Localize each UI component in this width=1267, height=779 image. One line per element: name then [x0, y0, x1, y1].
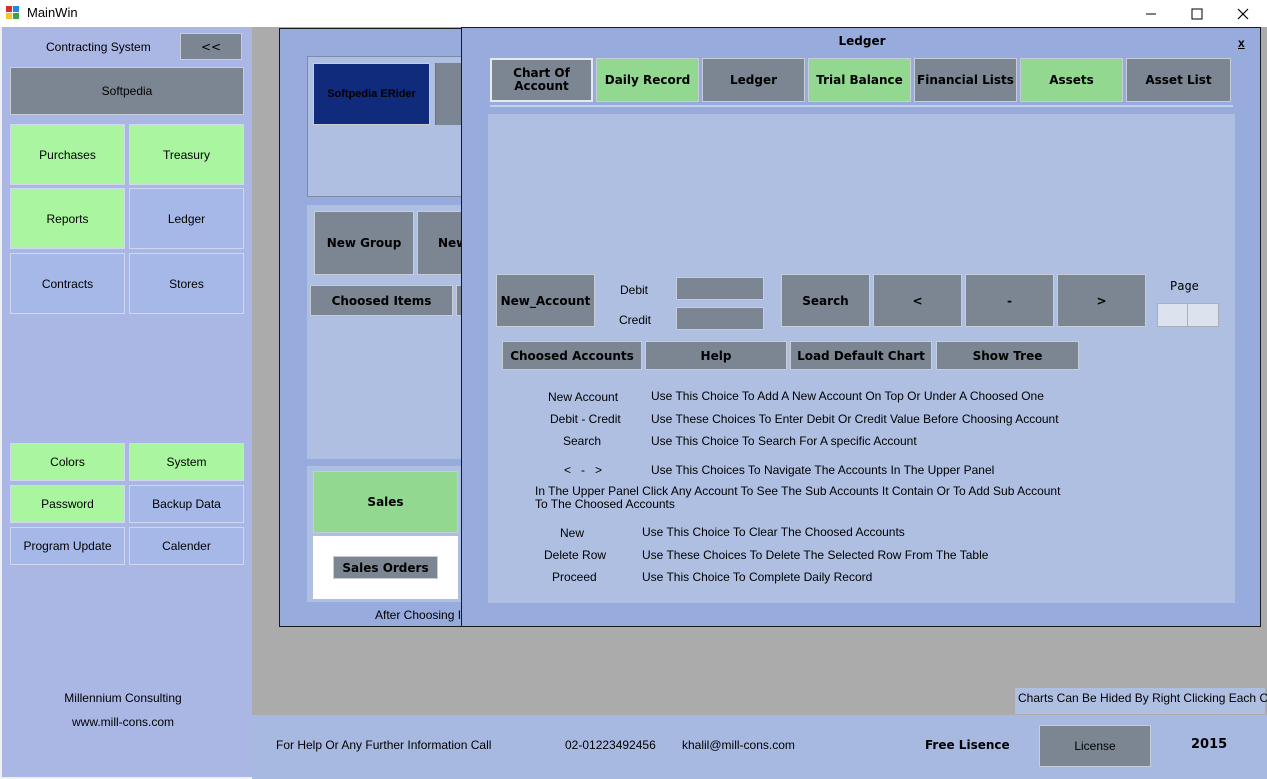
new-group-button[interactable]: New Group	[314, 211, 414, 275]
reports-button[interactable]: Reports	[10, 188, 125, 249]
accounts-upper-panel[interactable]	[496, 120, 1229, 268]
help-term: < - >	[564, 463, 603, 477]
help-description: Use These Choices To Enter Debit Or Cred…	[651, 412, 1059, 426]
colors-button[interactable]: Colors	[10, 443, 125, 481]
purchases-button[interactable]: Purchases	[10, 124, 125, 185]
page-field-divider	[1187, 304, 1188, 326]
treasury-button[interactable]: Treasury	[129, 124, 244, 185]
charts-hint-box: Charts Can Be Hided By Right Clicking Ea…	[1015, 688, 1267, 714]
group-panel: New Group New Choosed Items	[307, 205, 477, 459]
phone-number: 02-01223492456	[565, 738, 656, 752]
ledger-title: Ledger	[838, 34, 886, 48]
backup-data-button[interactable]: Backup Data	[129, 485, 244, 523]
minimize-icon	[1146, 13, 1156, 14]
next-button[interactable]: >	[1057, 274, 1146, 327]
load-default-chart-button[interactable]: Load Default Chart	[790, 341, 932, 370]
close-button[interactable]	[1220, 0, 1266, 27]
sales-panel: Sales Sales Orders	[307, 466, 467, 602]
maximize-button[interactable]	[1174, 0, 1220, 27]
program-update-button[interactable]: Program Update	[10, 527, 125, 565]
license-button[interactable]: License	[1039, 725, 1151, 767]
after-choosing-text: After Choosing Ite	[375, 608, 472, 622]
ledger-button[interactable]: Ledger	[129, 188, 244, 249]
footer: For Help Or Any Further Information Call…	[252, 715, 1267, 779]
help-description: Use This Choices To Navigate The Account…	[651, 463, 995, 477]
help-description: Use These Choices To Delete The Selected…	[642, 548, 989, 562]
background-form: Softpedia ERider New Group New Choosed I…	[279, 28, 477, 627]
show-tree-button[interactable]: Show Tree	[936, 341, 1079, 370]
page-label: Page	[1170, 279, 1199, 293]
maximize-icon	[1191, 8, 1203, 19]
tab-ledger[interactable]: Ledger	[702, 58, 805, 102]
tab-chart-of-account[interactable]: Chart Of Account	[490, 58, 593, 102]
choosed-accounts-button[interactable]: Choosed Accounts	[502, 341, 642, 370]
help-description: Use This Choice To Complete Daily Record	[642, 570, 873, 584]
search-button[interactable]: Search	[781, 274, 870, 327]
previous-button[interactable]: <	[873, 274, 962, 327]
credit-input[interactable]	[676, 307, 764, 330]
tab-divider	[490, 105, 1233, 107]
charts-hint: Charts Can Be Hided By Right Clicking Ea…	[1018, 691, 1267, 705]
year-label: 2015	[1191, 737, 1228, 752]
help-description: Use This Choice To Add A New Account On …	[651, 389, 1044, 403]
contracts-button[interactable]: Contracts	[10, 253, 125, 314]
stores-button[interactable]: Stores	[129, 253, 244, 314]
help-contact-text: For Help Or Any Further Information Call	[276, 738, 492, 752]
credit-label: Credit	[619, 313, 652, 327]
company-button[interactable]: Softpedia	[10, 67, 244, 115]
licence-type: Free Lisence	[925, 738, 1010, 752]
app-icon	[6, 6, 20, 20]
help-term: Delete Row	[544, 548, 607, 562]
window-titlebar: MainWin	[0, 0, 1267, 27]
collapse-button[interactable]: <<	[180, 33, 242, 60]
sales-button[interactable]: Sales	[313, 471, 458, 533]
debit-label: Debit	[620, 283, 649, 297]
tab-daily-record[interactable]: Daily Record	[596, 58, 699, 102]
help-term: Debit - Credit	[550, 412, 621, 426]
help-description: Use This Choice To Clear The Choosed Acc…	[642, 525, 905, 539]
middle-button[interactable]: -	[965, 274, 1054, 327]
sidebar: Contracting System << Softpedia Purchase…	[2, 27, 252, 777]
system-label: Contracting System	[46, 40, 151, 54]
vendor-name: Millennium Consulting	[64, 691, 182, 705]
page-field[interactable]	[1157, 303, 1219, 327]
system-button[interactable]: System	[129, 443, 244, 481]
close-icon	[1237, 8, 1249, 19]
tab-financial-lists[interactable]: Financial Lists	[914, 58, 1017, 102]
tile-panel: Softpedia ERider	[307, 56, 475, 197]
tab-assets[interactable]: Assets	[1020, 58, 1123, 102]
new-account-button[interactable]: New_Account	[496, 274, 595, 327]
contact-email[interactable]: khalil@mill-cons.com	[682, 738, 795, 752]
ledger-dialog: Ledger x Chart Of Account Daily Record L…	[461, 27, 1261, 627]
ledger-content-panel: New_Account Debit Credit Search < - > Pa…	[488, 114, 1235, 603]
sales-orders-button[interactable]: Sales Orders	[333, 556, 438, 579]
minimize-button[interactable]	[1128, 0, 1174, 27]
help-description: Use This Choice To Search For A specific…	[651, 434, 917, 448]
softpedia-tile[interactable]: Softpedia ERider	[313, 63, 430, 125]
calendar-button[interactable]: Calender	[129, 527, 244, 565]
choosed-items-button[interactable]: Choosed Items	[310, 285, 453, 316]
tab-asset-list[interactable]: Asset List	[1126, 58, 1231, 102]
window-title: MainWin	[27, 5, 78, 20]
help-term: Search	[563, 434, 602, 448]
help-button[interactable]: Help	[645, 341, 787, 370]
password-button[interactable]: Password	[10, 485, 125, 523]
help-term: New	[560, 526, 585, 540]
ledger-close-button[interactable]: x	[1238, 36, 1245, 50]
help-term: New Account	[548, 390, 619, 404]
debit-input[interactable]	[676, 277, 764, 300]
help-note: In The Upper Panel Click Any Account To …	[535, 484, 1061, 511]
vendor-website[interactable]: www.mill-cons.com	[71, 715, 174, 729]
tab-trial-balance[interactable]: Trial Balance	[808, 58, 911, 102]
sales-orders-container: Sales Orders	[313, 536, 458, 599]
help-term: Proceed	[552, 570, 597, 584]
